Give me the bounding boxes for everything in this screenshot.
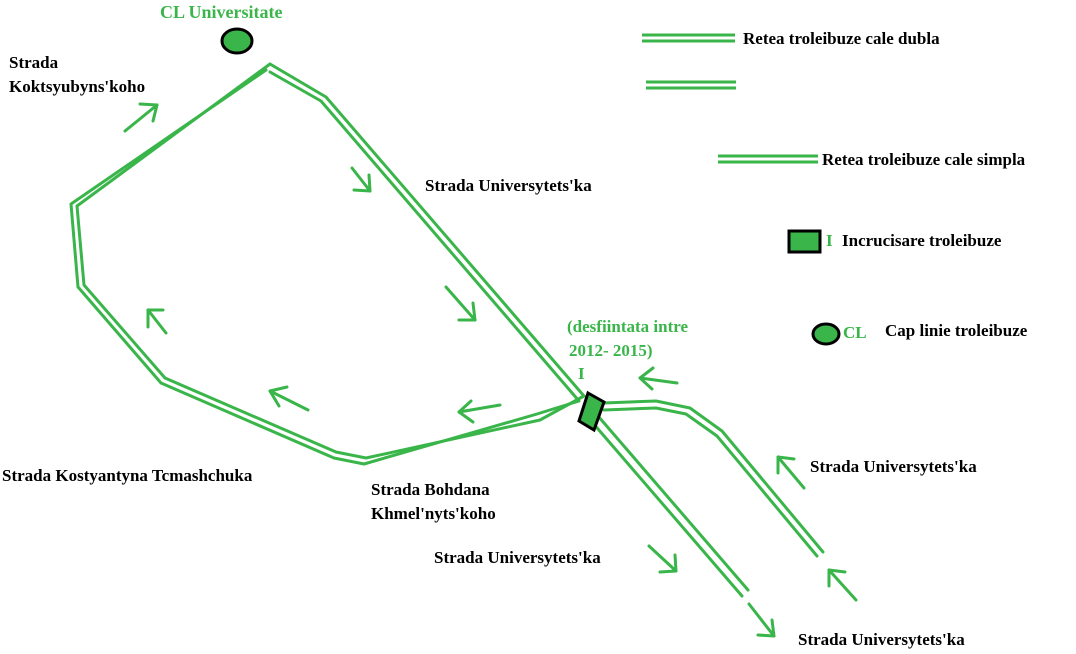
universytetska-east-track [602, 399, 825, 558]
arrow-icon [776, 455, 806, 490]
street-label-universytetska-top: Strada Universytets'ka [425, 176, 592, 195]
legend-double-label: Retea troleibuze cale dubla [743, 29, 940, 48]
arrow-icon [146, 308, 168, 335]
arrow-icon [647, 544, 678, 574]
legend-single-track-symbol [718, 154, 818, 164]
street-label-universytetska-bottom-right: Strada Universytets'ka [798, 630, 965, 649]
crossing-note-line1: (desfiintata intre [567, 317, 689, 336]
arrow-icon [638, 366, 679, 391]
south-track-a [596, 414, 750, 592]
universytetska-south-track [590, 414, 750, 598]
street-label-universytetska-right: Strada Universytets'ka [810, 457, 977, 476]
legend-terminus-mark: CL [843, 323, 867, 342]
arrow-icon [268, 385, 310, 412]
street-label-khmelnytskoho-line2: Khmel'nyts'koho [371, 504, 496, 523]
legend-crossing-symbol [787, 229, 822, 254]
arrow-icon [747, 602, 776, 638]
street-label-khmelnytskoho-line1: Strada Bohdana [371, 480, 490, 499]
legend-terminus-symbol [811, 322, 841, 346]
south-track-b [590, 420, 744, 598]
arrow-icon [350, 166, 372, 193]
direction-arrows [123, 102, 858, 638]
loop-track-outer [75, 62, 586, 460]
loop-track-inner [69, 68, 581, 466]
street-label-universytetska-bottom-left: Strada Universytets'ka [434, 548, 601, 567]
legend-double-track-symbol [642, 33, 735, 43]
street-label-tcmashchuka: Strada Kostyantyna Tcmashchuka [2, 466, 253, 485]
east-track-b [602, 406, 819, 558]
crossing-note-line2: 2012- 2015) [569, 341, 653, 360]
legend-single-label: Retea troleibuze cale simpla [822, 150, 1026, 169]
legend-double-track-symbol-2 [646, 80, 736, 90]
loop-route [69, 62, 586, 466]
street-label-koktsyubynskoho-line1: Strada [9, 53, 59, 72]
arrow-icon [457, 399, 502, 424]
legend-crossing-label: Incrucisare troleibuze [842, 231, 1002, 250]
terminus-label: CL Universitate [160, 2, 283, 22]
arrow-icon [444, 285, 477, 322]
east-track-a [602, 399, 825, 554]
legend-terminus-label: Cap linie troleibuze [885, 321, 1028, 340]
crossing-marker [577, 390, 606, 433]
legend-crossing-mark: I [826, 231, 833, 250]
legend-symbols [642, 33, 841, 346]
crossing-mark: I [578, 364, 585, 383]
arrow-icon [827, 568, 858, 602]
terminus-marker [220, 27, 254, 55]
arrow-icon [123, 102, 159, 133]
street-label-koktsyubynskoho-line2: Koktsyubyns'koho [9, 77, 146, 96]
